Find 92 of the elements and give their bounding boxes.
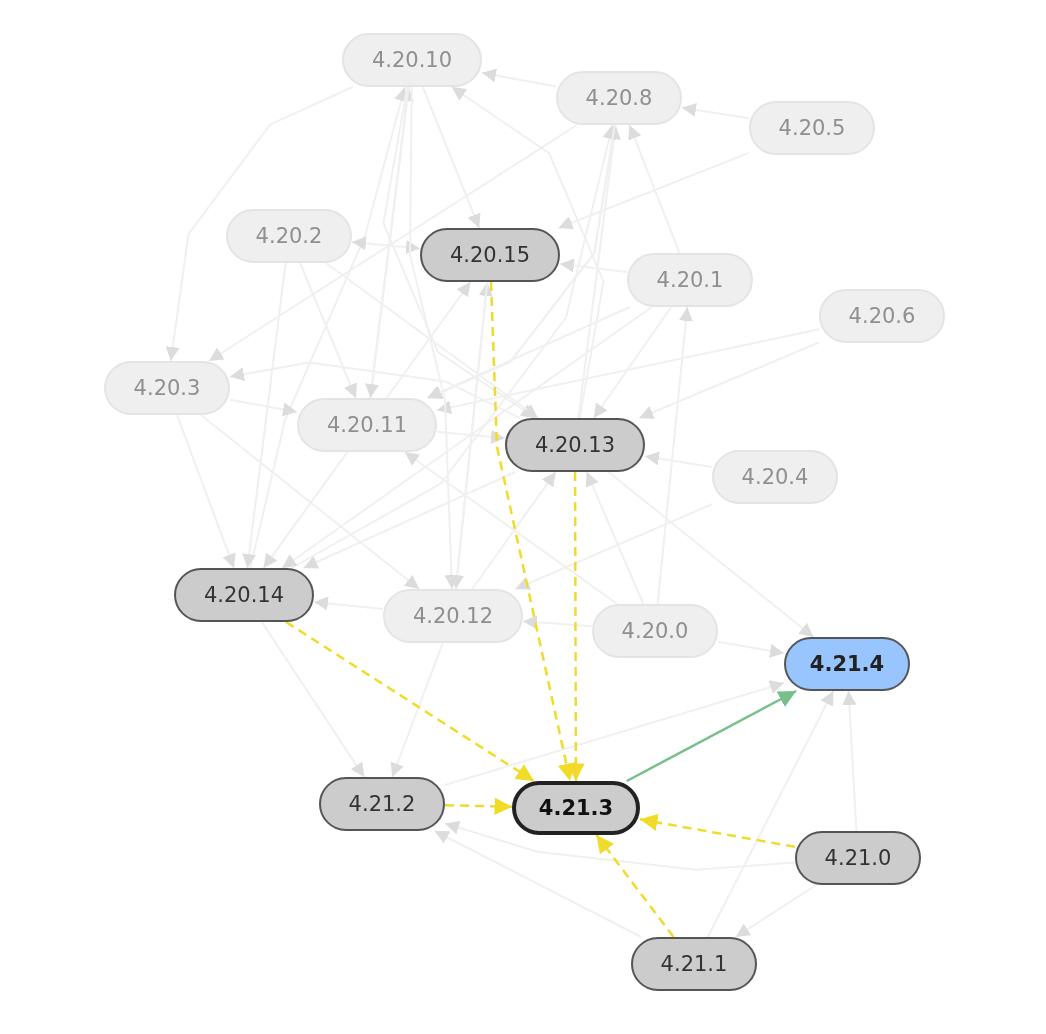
arrow [351, 236, 421, 255]
rounded-node [512, 781, 640, 835]
node-label: 4.20.3 [133, 376, 201, 400]
node-label: 4.20.11 [326, 413, 408, 437]
arrow [290, 124, 616, 569]
node-label: 4.21.3 [538, 796, 614, 820]
node-label: 4.20.0 [621, 619, 689, 643]
arrow [249, 86, 408, 569]
arrow [514, 503, 714, 590]
arrow [557, 151, 750, 230]
rounded-node [505, 418, 645, 472]
arrow [436, 429, 506, 444]
arrow [324, 262, 540, 419]
arrow [382, 86, 537, 419]
node-label: 4.20.1 [656, 268, 724, 292]
node-label: 4.20.12 [412, 604, 494, 628]
arrow [592, 306, 673, 419]
arrow [403, 451, 619, 605]
arrow [522, 615, 593, 630]
node-label: 4.21.2 [348, 792, 416, 816]
node-label: 4.21.0 [824, 846, 892, 870]
rounded-node [784, 637, 910, 691]
node-label: 4.21.1 [660, 952, 728, 976]
arrow [229, 398, 298, 417]
arrow [626, 689, 797, 783]
arrow [385, 281, 472, 399]
arrow [656, 306, 693, 605]
rounded-node [383, 589, 523, 643]
arrow [638, 341, 820, 420]
arrow [302, 471, 517, 569]
rounded-node [319, 777, 445, 831]
arrow [644, 451, 713, 468]
arrow [444, 820, 796, 871]
rounded-node [174, 568, 314, 622]
arrow [481, 68, 557, 88]
node-label: 4.21.4 [809, 652, 885, 676]
arrow [421, 86, 481, 229]
arrow [444, 680, 785, 787]
node-label: 4.20.13 [534, 433, 616, 457]
arrow [313, 596, 384, 611]
rounded-node [592, 604, 718, 658]
arrow [260, 621, 366, 778]
arrow [229, 361, 521, 419]
arrow [281, 306, 653, 569]
arrow [165, 86, 354, 362]
rounded-node [420, 228, 560, 282]
rounded-node [749, 101, 875, 155]
rounded-node [297, 398, 437, 452]
arrow [842, 690, 858, 832]
rounded-node [631, 937, 757, 991]
rounded-node [627, 253, 753, 307]
arrow [706, 690, 835, 938]
node-label: 4.20.10 [371, 48, 453, 72]
arrow [262, 451, 349, 569]
arrow [471, 471, 557, 590]
arrow [607, 471, 815, 638]
rounded-node [819, 289, 945, 343]
arrow [176, 414, 236, 569]
arrow [717, 640, 785, 658]
node-label: 4.20.2 [255, 224, 323, 248]
rounded-node [104, 361, 230, 415]
arrow [450, 86, 605, 419]
arrow [285, 620, 535, 783]
arrow [242, 262, 287, 569]
arrow [299, 262, 357, 399]
arrow [559, 258, 628, 274]
arrow [595, 834, 675, 938]
arrow [390, 642, 444, 778]
arrow [433, 830, 643, 938]
arrow [436, 328, 820, 415]
rounded-node [226, 209, 352, 263]
rounded-node [795, 831, 921, 885]
node-label: 4.20.5 [778, 116, 846, 140]
arrow [639, 813, 796, 849]
node-label: 4.20.8 [585, 86, 653, 110]
node-label: 4.20.15 [449, 243, 531, 267]
arrow [681, 103, 750, 120]
arrow [628, 124, 681, 254]
arrow [585, 471, 645, 605]
arrow [577, 124, 621, 419]
arrow [444, 797, 513, 816]
arrow [208, 124, 578, 362]
arrow [426, 306, 631, 399]
arrow [734, 884, 818, 938]
node-label: 4.20.14 [203, 583, 285, 607]
arrow [199, 414, 421, 590]
rounded-node [342, 33, 482, 87]
node-label: 4.20.6 [848, 304, 916, 328]
rounded-node [556, 71, 682, 125]
rounded-node [712, 450, 838, 504]
arrow [489, 281, 575, 782]
node-label: 4.20.4 [741, 465, 809, 489]
